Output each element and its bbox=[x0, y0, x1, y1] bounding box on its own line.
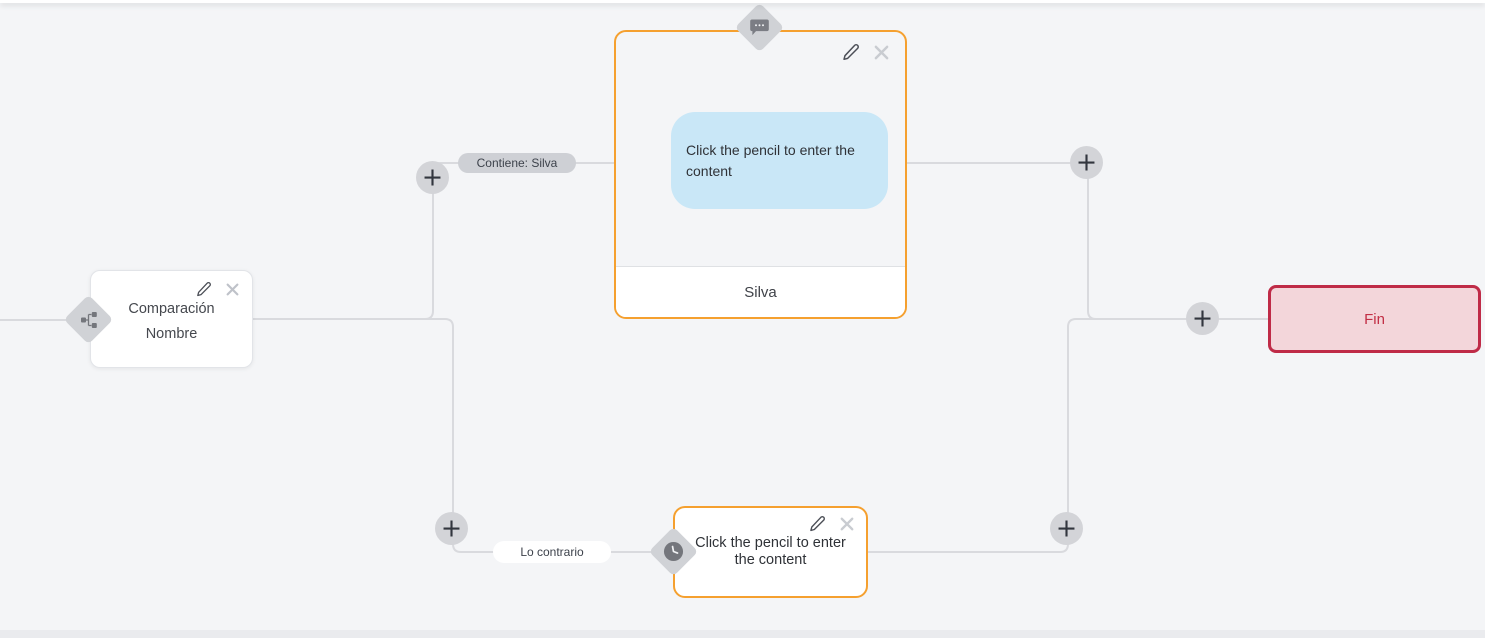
condition-title-line1: Comparación bbox=[128, 301, 215, 317]
plus-icon bbox=[1058, 520, 1075, 537]
end-node-label: Fin bbox=[1364, 310, 1385, 328]
end-node[interactable]: Fin bbox=[1268, 285, 1481, 353]
edit-pencil-icon[interactable] bbox=[809, 516, 825, 532]
delete-close-icon[interactable] bbox=[840, 517, 854, 531]
delay-node-type-badge bbox=[648, 526, 699, 577]
message-placeholder-text: Click the pencil to enter the content bbox=[686, 141, 855, 179]
delete-close-icon[interactable] bbox=[226, 283, 239, 296]
plus-icon bbox=[1078, 154, 1095, 171]
message-node-type-badge bbox=[734, 2, 785, 53]
message-node-footer: Silva bbox=[616, 266, 905, 317]
message-node-name: Silva bbox=[744, 283, 777, 301]
edge-label-contains: Contiene: Silva bbox=[458, 153, 576, 173]
plus-icon bbox=[424, 169, 441, 186]
add-step-button[interactable] bbox=[416, 161, 449, 194]
delay-placeholder-text: Click the pencil to enter the content bbox=[695, 535, 846, 568]
message-node[interactable]: Click the pencil to enter the content Si… bbox=[614, 30, 907, 319]
condition-node-title: Comparación Nombre bbox=[91, 297, 252, 347]
message-preview-bubble: Click the pencil to enter the content bbox=[671, 112, 888, 209]
edit-pencil-icon[interactable] bbox=[196, 282, 211, 297]
branch-icon bbox=[71, 302, 106, 337]
clock-icon bbox=[656, 534, 691, 569]
add-step-button[interactable] bbox=[1050, 512, 1083, 545]
edge-label-otherwise: Lo contrario bbox=[493, 541, 611, 563]
condition-node-type-badge bbox=[63, 294, 114, 345]
condition-title-line2: Nombre bbox=[145, 326, 198, 342]
canvas-bottom-edge bbox=[0, 630, 1485, 638]
chat-bubble-icon bbox=[742, 10, 777, 45]
add-step-button[interactable] bbox=[1070, 146, 1103, 179]
add-step-button[interactable] bbox=[435, 512, 468, 545]
add-step-button[interactable] bbox=[1186, 302, 1219, 335]
delete-close-icon[interactable] bbox=[874, 45, 889, 60]
delay-node[interactable]: Click the pencil to enter the content bbox=[673, 506, 868, 598]
plus-icon bbox=[443, 520, 460, 537]
edit-pencil-icon[interactable] bbox=[842, 44, 859, 61]
toolbar-edge-shadow bbox=[0, 0, 1485, 3]
plus-icon bbox=[1194, 310, 1211, 327]
condition-node[interactable]: Comparación Nombre bbox=[90, 270, 253, 368]
